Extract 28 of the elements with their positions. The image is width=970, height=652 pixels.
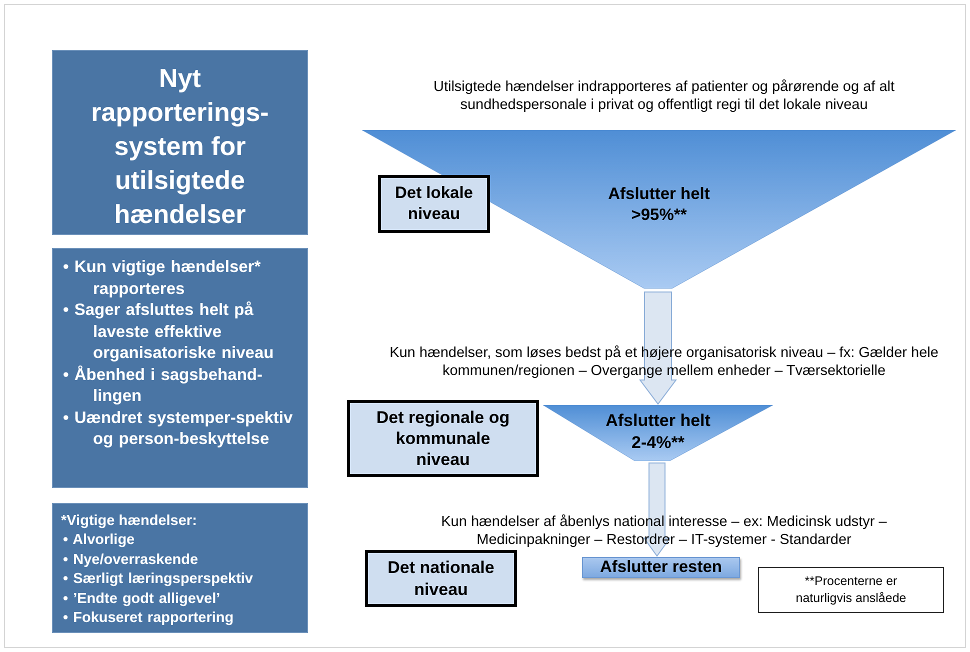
level-box: Det lokale niveau: [378, 175, 490, 233]
block-arrow: [643, 462, 671, 557]
bullet-item: • Sager afsluttes helt på laveste effektive organisatoriske niveau: [63, 300, 275, 364]
definition-panel: [52, 503, 308, 633]
bullet-item: • Særligt læringsperspektiv: [63, 570, 254, 589]
description-text: Kun hændelser, som løses bedst på et højere organisatorisk niveau – fx: Gælder hele kommunen/regionen – Overgange mellem enheder – Tværsektorielle: [388, 344, 940, 380]
result-bar: Afslutter resten: [582, 557, 740, 578]
principles-panel: [52, 248, 308, 488]
panel-title: Nyt rapporterings-system for utilsigtede hændelser: [90, 62, 270, 231]
level-box: Det nationale niveau: [365, 550, 517, 607]
funnel-shape: [543, 405, 773, 461]
bullet-item: • Uændret systemper-spektiv og person-beskyttelse: [63, 408, 294, 450]
bullet-item: • Alvorlige: [63, 531, 136, 550]
title-panel: [52, 50, 308, 235]
funnel-text: Afslutter helt >95%**: [607, 184, 711, 226]
description-text: Utilsigtede hændelser indrapporteres af patienter og pårørende og af alt sundhedspersonale i privat og offentligt regi til det lokale niveau: [432, 78, 896, 114]
bullet-item: • Fokuseret rapportering: [63, 609, 235, 628]
bullet-item: • ’Endte godt alligevel’: [63, 590, 222, 608]
level-box: Det regionale og kommunale niveau: [347, 400, 539, 477]
funnel-text: Afslutter helt 2-4%**: [604, 410, 712, 454]
panel-heading: *Vigtige hændelser:: [60, 512, 198, 531]
block-arrow: [639, 292, 677, 405]
footnote-box: **Procenterne er naturligvis anslåede: [758, 567, 944, 613]
bullet-item: • Åbenhed i sagsbehand-lingen: [63, 364, 264, 407]
funnel-shape: [362, 130, 956, 290]
bullet-item: • Kun vigtige hændelser* rapporteres: [63, 257, 262, 300]
description-text: Kun hændelser af åbenlys national interesse – ex: Medicinsk udstyr – Medicinpakninger – Restordrer – IT-systemer - Standarder: [440, 513, 888, 549]
bullet-item: • Nye/overraskende: [63, 550, 200, 570]
